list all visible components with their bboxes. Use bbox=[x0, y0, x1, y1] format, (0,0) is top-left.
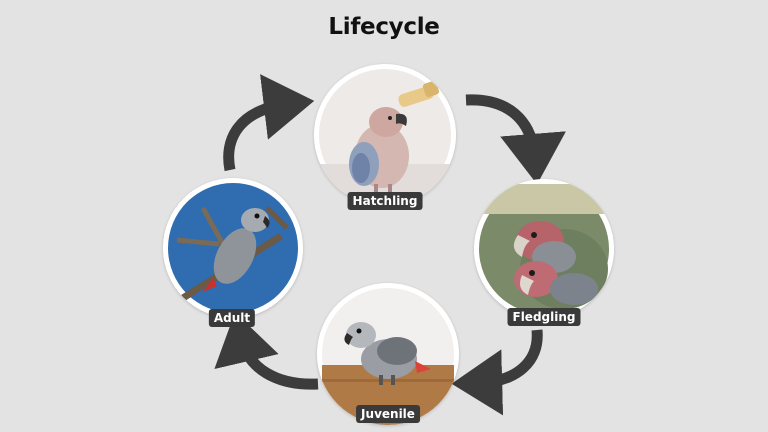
juvenile-parrot-photo bbox=[317, 283, 459, 425]
stage-label-fledgling: Fledgling bbox=[507, 308, 581, 326]
stage-label-adult: Adult bbox=[208, 309, 256, 327]
diagram-title: Lifecycle bbox=[328, 14, 440, 40]
adult-parrot-photo bbox=[163, 178, 303, 318]
fledgling-parrots-photo bbox=[474, 179, 614, 319]
stage-label-hatchling: Hatchling bbox=[347, 192, 423, 210]
arrow-adult-to-hatchling bbox=[223, 74, 315, 172]
arrow-fledgling-to-juvenile bbox=[451, 329, 543, 416]
arrow-juvenile-to-adult bbox=[214, 312, 319, 390]
hatchling-parrot-photo bbox=[314, 64, 456, 206]
stage-label-juvenile: Juvenile bbox=[356, 405, 420, 423]
arrow-hatchling-to-fledgling bbox=[465, 94, 566, 185]
